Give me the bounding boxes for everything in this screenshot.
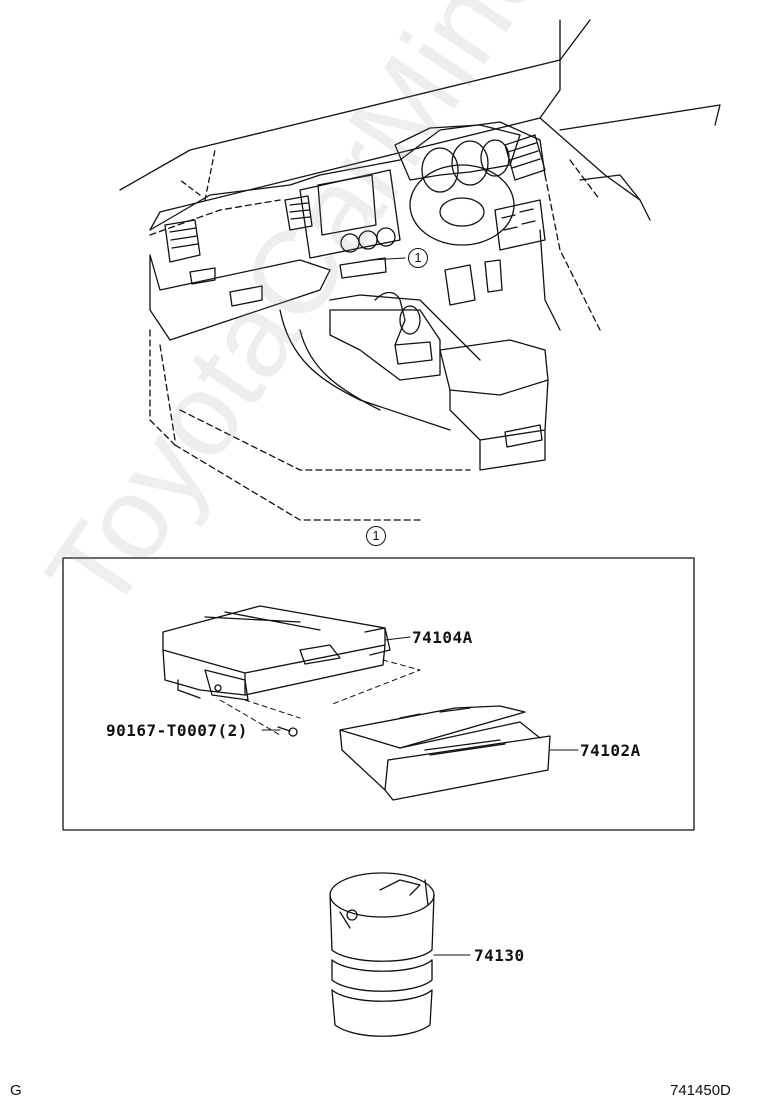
part-label-74130: 74130 bbox=[474, 946, 525, 965]
part-label-90167: 90167-T0007(2) bbox=[106, 721, 248, 740]
screw-90167 bbox=[277, 726, 298, 737]
ashtray-drawer-74102A bbox=[339, 705, 551, 801]
part-label-74102A: 74102A bbox=[580, 741, 641, 760]
part-label-74104A: 74104A bbox=[412, 628, 473, 647]
callout-1-detail: 1 bbox=[366, 526, 386, 546]
footer-right-code: 741450D bbox=[670, 1082, 731, 1099]
cup-ashtray-74130 bbox=[329, 872, 435, 1037]
callout-1-dashboard: 1 bbox=[408, 248, 428, 268]
dashboard-illustration bbox=[119, 19, 721, 521]
ashtray-housing-74104A bbox=[162, 605, 391, 701]
detail-frame bbox=[62, 557, 695, 831]
footer-left-code: G bbox=[10, 1082, 22, 1099]
